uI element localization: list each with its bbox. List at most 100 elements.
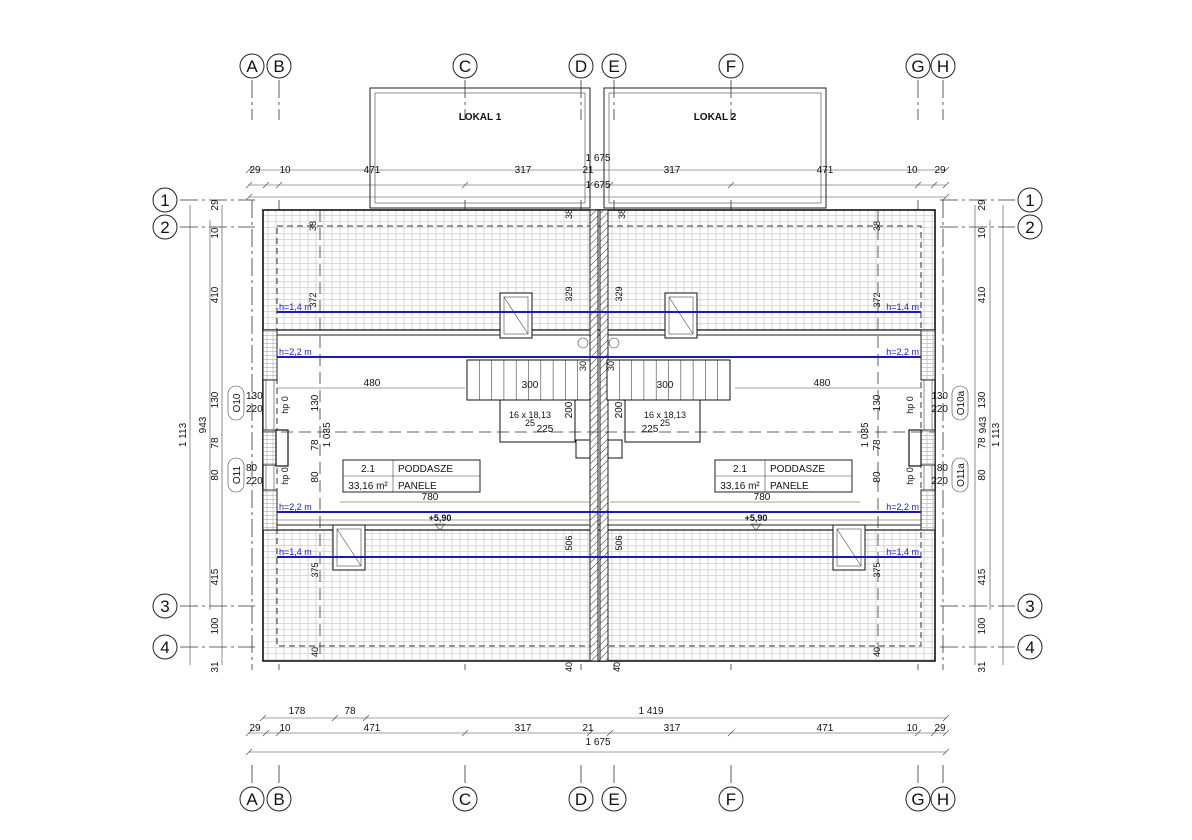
dimension-tick [914, 181, 922, 189]
height-label: h=1,4 m [279, 547, 312, 557]
dimension-label: 16 x 18,13 [644, 410, 686, 420]
dimension-label: 38 [564, 209, 574, 219]
grid-column-label: F [726, 790, 736, 809]
dimension-tick [245, 181, 253, 189]
roof-window-pane [503, 296, 529, 335]
grid-bubble [266, 786, 292, 812]
stair-landing [499, 399, 576, 443]
window-width: 80 [937, 463, 949, 474]
room-number: 2.1 [733, 464, 747, 475]
dimension-segment: 78 [977, 437, 988, 449]
dimension-segment: 78 [210, 437, 221, 449]
grid-bubble [452, 786, 478, 812]
party-wall [589, 209, 599, 662]
dimension-tick [259, 714, 267, 722]
dimension-tick [461, 181, 469, 189]
dimension-segment: 29 [977, 199, 988, 211]
dimension-segment: 31 [977, 661, 988, 673]
gable-wall [262, 329, 278, 381]
grid-row-label: 1 [160, 191, 169, 210]
dimension-tick [930, 729, 938, 737]
dimension-tick [586, 181, 594, 189]
grid-bubble [601, 53, 627, 79]
dimension-segment: 130 [977, 391, 988, 408]
dimension-tick [942, 714, 950, 722]
room-area: 33,16 m² [720, 481, 760, 492]
dimension-overall: 1 113 [178, 422, 189, 447]
chimney-vent [275, 429, 289, 467]
dimension-inner: 943 [978, 416, 989, 433]
dimension-tick [461, 729, 469, 737]
dimension-tick [245, 193, 253, 201]
dimension-segment: 80 [977, 469, 988, 481]
dimension-segment: 100 [977, 617, 988, 634]
height-label: h=1,4 m [279, 302, 312, 312]
party-wall [599, 209, 609, 662]
dimension-segment: 100 [210, 617, 221, 634]
height-label: h=2,2 m [279, 347, 312, 357]
sill-height-label: hp 0 [905, 396, 915, 414]
gable-wall [262, 429, 278, 466]
window-tag [227, 385, 245, 421]
dimension-segment: 317 [664, 165, 681, 176]
dimension-segment: 31 [210, 661, 221, 673]
dimension-label: 38 [308, 221, 318, 231]
window-id: O11a [956, 463, 967, 487]
dimension-label: 480 [364, 378, 381, 389]
grid-bubble [930, 786, 956, 812]
dimension-tick [262, 729, 270, 737]
grid-bubble [152, 214, 178, 240]
roof-window [332, 524, 366, 571]
roof-window-glass-line [836, 528, 862, 567]
dimension-overall: 1 113 [991, 422, 1002, 447]
dimension-segment: 10 [906, 165, 918, 176]
dimension-segment: 317 [515, 165, 532, 176]
dimension-segment: 78 [344, 706, 356, 717]
dimension-total: 1 675 [585, 180, 610, 191]
dimension-tick [275, 181, 283, 189]
level-mark: +5,90 [745, 513, 768, 523]
window-height: 220 [246, 404, 263, 415]
dimension-label: 375 [310, 562, 320, 577]
grid-bubble [452, 53, 478, 79]
dimension-label: 780 [422, 492, 439, 503]
sill-height-label: hp 0 [280, 467, 290, 485]
grid-column-label: G [911, 57, 924, 76]
level-mark: +5,90 [429, 513, 452, 523]
grid-bubble [1017, 214, 1043, 240]
height-label: h=2,2 m [279, 502, 312, 512]
dimension-tick [942, 181, 950, 189]
grid-bubble [905, 53, 931, 79]
unit-label: LOKAL 1 [459, 112, 502, 123]
level-triangle-icon [434, 523, 446, 531]
dimension-segment: 410 [210, 286, 221, 303]
dimension-label: 225 [642, 424, 659, 435]
smoke-detector-icon [577, 337, 589, 349]
dimension-segment: 178 [289, 706, 306, 717]
height-label: h=2,2 m [886, 502, 919, 512]
dimension-segment: 10 [279, 723, 291, 734]
grid-bubble [1017, 187, 1043, 213]
window-id: O10 [232, 393, 243, 412]
gable-wall [262, 489, 278, 531]
dimension-label: 16 x 18,13 [509, 410, 551, 420]
window-width: 80 [246, 463, 258, 474]
grid-bubble [1017, 593, 1043, 619]
dimension-tick [942, 748, 950, 756]
window-O11 [923, 464, 933, 491]
dimension-tick [930, 181, 938, 189]
dimension-label: 480 [814, 378, 831, 389]
grid-column-label: G [911, 790, 924, 809]
dimension-label: 25 [660, 418, 670, 428]
grid-bubble [601, 786, 627, 812]
dimension-segment: 130 [210, 391, 221, 408]
dimension-segment: 410 [977, 286, 988, 303]
grid-bubble [152, 187, 178, 213]
height-label: h=1,4 m [886, 302, 919, 312]
room-floor-finish: PANELE [398, 481, 437, 492]
dimension-label: 78 [872, 439, 883, 451]
room-number: 2.1 [361, 464, 375, 475]
grid-column-label: H [937, 57, 949, 76]
grid-bubble [930, 53, 956, 79]
